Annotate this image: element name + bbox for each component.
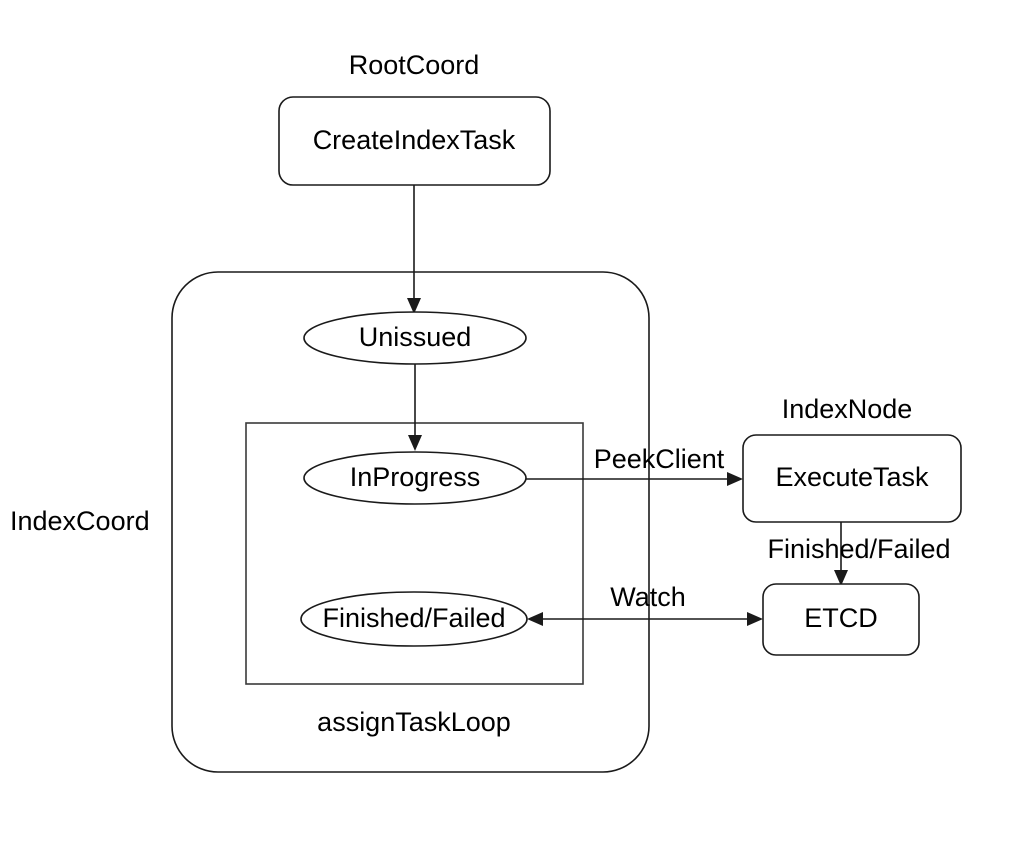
arrowhead-create-to-unissued [407, 298, 421, 314]
group-title-indexcoord: IndexCoord [10, 506, 150, 536]
edge-label-watch: Watch [610, 582, 686, 612]
node-label-etcd: ETCD [804, 603, 878, 633]
arrowhead-watch-to-state [527, 612, 543, 626]
arrowhead-unissued-to-inprogress [408, 435, 422, 451]
group-title-indexnode: IndexNode [782, 394, 913, 424]
node-label-execute-task: ExecuteTask [775, 462, 929, 492]
arrowhead-inprogress-to-executetask [727, 472, 743, 486]
arrowhead-executetask-to-etcd [834, 570, 848, 586]
edge-label-peekclient: PeekClient [594, 444, 725, 474]
group-container-indexcoord [171, 271, 650, 773]
arrowhead-watch-to-etcd [747, 612, 763, 626]
node-label-finished-failed-state: Finished/Failed [322, 603, 505, 633]
edge-label-finished-failed: Finished/Failed [767, 534, 950, 564]
group-title-assigntaskloop: assignTaskLoop [317, 707, 511, 737]
node-in-progress[interactable] [303, 451, 527, 505]
node-label-in-progress: InProgress [350, 462, 481, 492]
node-execute-task[interactable] [742, 434, 962, 523]
node-label-create-index-task: CreateIndexTask [313, 125, 516, 155]
node-label-unissued: Unissued [359, 322, 472, 352]
node-etcd[interactable] [762, 583, 920, 656]
group-title-rootcoord: RootCoord [349, 50, 480, 80]
